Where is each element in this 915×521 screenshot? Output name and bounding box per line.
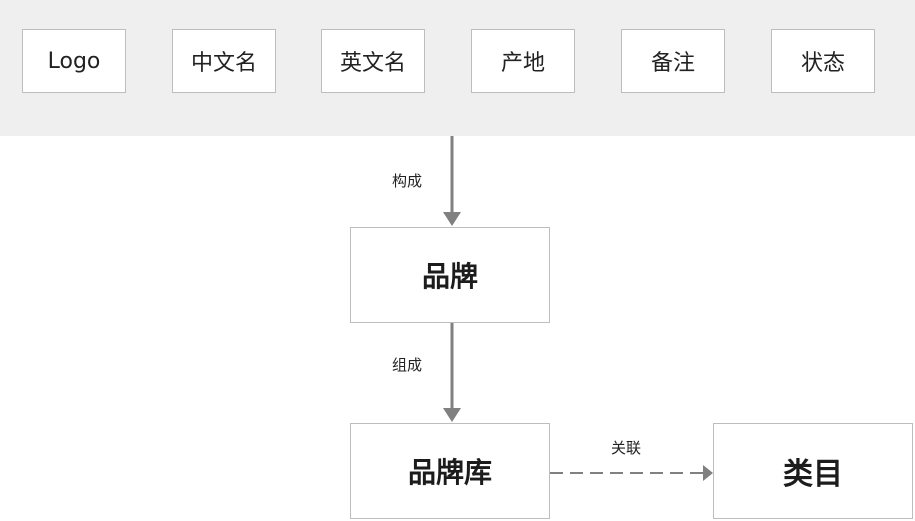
attribute-box-chinese-name: 中文名 [172, 29, 276, 93]
attribute-box-status: 状态 [771, 29, 875, 93]
node-category: 类目 [713, 423, 913, 519]
attribute-label: 状态 [800, 51, 845, 76]
node-brand: 品牌 [350, 227, 550, 323]
attribute-box-origin: 产地 [471, 29, 575, 93]
arrow-associate [550, 465, 713, 481]
edge-label-assemble: 组成 [392, 356, 423, 374]
arrow-assemble-head [443, 408, 461, 422]
edge-label-associate: 关联 [611, 439, 642, 457]
arrow-associate-head [703, 465, 713, 481]
attribute-label: 产地 [500, 51, 545, 76]
attribute-box-logo: Logo [22, 29, 126, 93]
attribute-label: 备注 [650, 51, 695, 76]
arrow-compose [443, 136, 461, 226]
attribute-band: Logo 中文名 英文名 产地 备注 状态 [0, 0, 915, 136]
node-brand-label: 品牌 [421, 260, 478, 293]
attribute-label: Logo [47, 48, 101, 74]
attribute-label: 中文名 [190, 51, 257, 76]
arrow-assemble [443, 323, 461, 422]
attribute-box-english-name: 英文名 [321, 29, 425, 93]
attribute-label: 英文名 [339, 51, 406, 76]
arrow-compose-head [443, 212, 461, 226]
attribute-box-remark: 备注 [621, 29, 725, 93]
edge-label-compose: 构成 [392, 172, 423, 190]
node-category-label: 类目 [783, 457, 843, 492]
node-brand-library: 品牌库 [350, 423, 550, 519]
node-brand-library-label: 品牌库 [407, 456, 492, 489]
